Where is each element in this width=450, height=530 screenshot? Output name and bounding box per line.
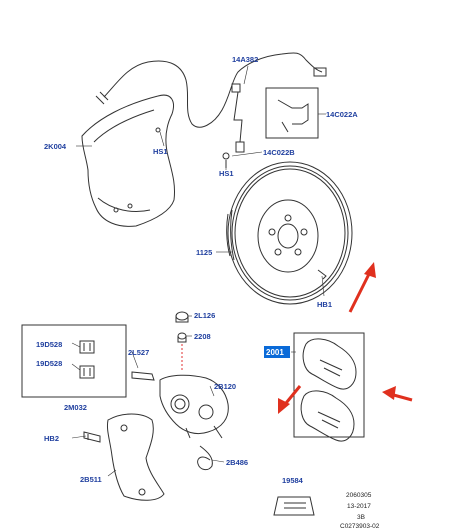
label-caliper-bolt[interactable]: HB2 bbox=[44, 434, 59, 443]
abs-sensor-cable bbox=[95, 52, 327, 153]
label-guide-pin[interactable]: 2L527 bbox=[128, 348, 149, 357]
footer-ref-number: 2060305 bbox=[346, 492, 372, 499]
label-brake-disc[interactable]: 1125 bbox=[196, 248, 212, 257]
label-caliper[interactable]: 2B120 bbox=[214, 382, 236, 391]
label-abs-sensor[interactable]: 14A382 bbox=[232, 55, 258, 64]
sensor-bolt bbox=[222, 152, 230, 168]
label-boot-lower[interactable]: 19D528 bbox=[36, 359, 62, 368]
brake-caliper bbox=[159, 374, 229, 439]
label-bleed-cap[interactable]: 2208 bbox=[194, 332, 211, 341]
label-boot-upper[interactable]: 19D528 bbox=[36, 340, 62, 349]
footer-drawing-code: C0273903-02 bbox=[340, 523, 380, 530]
label-bleed-screw[interactable]: 2L126 bbox=[194, 311, 215, 320]
label-shield-screw[interactable]: HS1 bbox=[153, 147, 168, 156]
guide-pin-kit bbox=[21, 324, 155, 398]
anti-rattle-clip bbox=[197, 445, 213, 471]
label-clip[interactable]: 2B486 bbox=[226, 458, 248, 467]
footer-date: 13-2017 bbox=[347, 503, 371, 510]
label-carrier[interactable]: 2B511 bbox=[80, 475, 102, 484]
label-warning-tag[interactable]: 19584 bbox=[282, 476, 304, 485]
caliper-carrier bbox=[107, 413, 165, 501]
bleed-cap bbox=[177, 332, 187, 343]
caliper-bolt bbox=[83, 431, 101, 443]
bleed-screw bbox=[175, 311, 189, 323]
label-pad-kit-highlight[interactable]: 2001 bbox=[264, 346, 290, 358]
brake-disc bbox=[226, 161, 353, 305]
label-splash-shield[interactable]: 2K004 bbox=[44, 142, 67, 151]
brake-pad-kit bbox=[293, 332, 365, 442]
label-disc-screw[interactable]: HB1 bbox=[317, 300, 332, 309]
warning-tag bbox=[273, 496, 315, 516]
label-pad-kit[interactable]: 2001 bbox=[266, 348, 284, 357]
label-sensor-bolt[interactable]: HS1 bbox=[219, 169, 234, 178]
label-bracket-kit[interactable]: 14C022A bbox=[326, 110, 358, 119]
splash-shield bbox=[81, 94, 175, 227]
pointer-arrow-left bbox=[278, 385, 302, 414]
footer-page: 3B bbox=[357, 514, 365, 521]
label-pin-kit[interactable]: 2M032 bbox=[64, 403, 87, 412]
pointer-arrow-top bbox=[348, 262, 376, 313]
sensor-bracket-kit bbox=[265, 87, 319, 139]
leader-lines bbox=[71, 65, 326, 477]
label-sensor-bolt-ref[interactable]: 14C022B bbox=[263, 148, 295, 157]
pointer-arrow-right bbox=[382, 386, 413, 402]
